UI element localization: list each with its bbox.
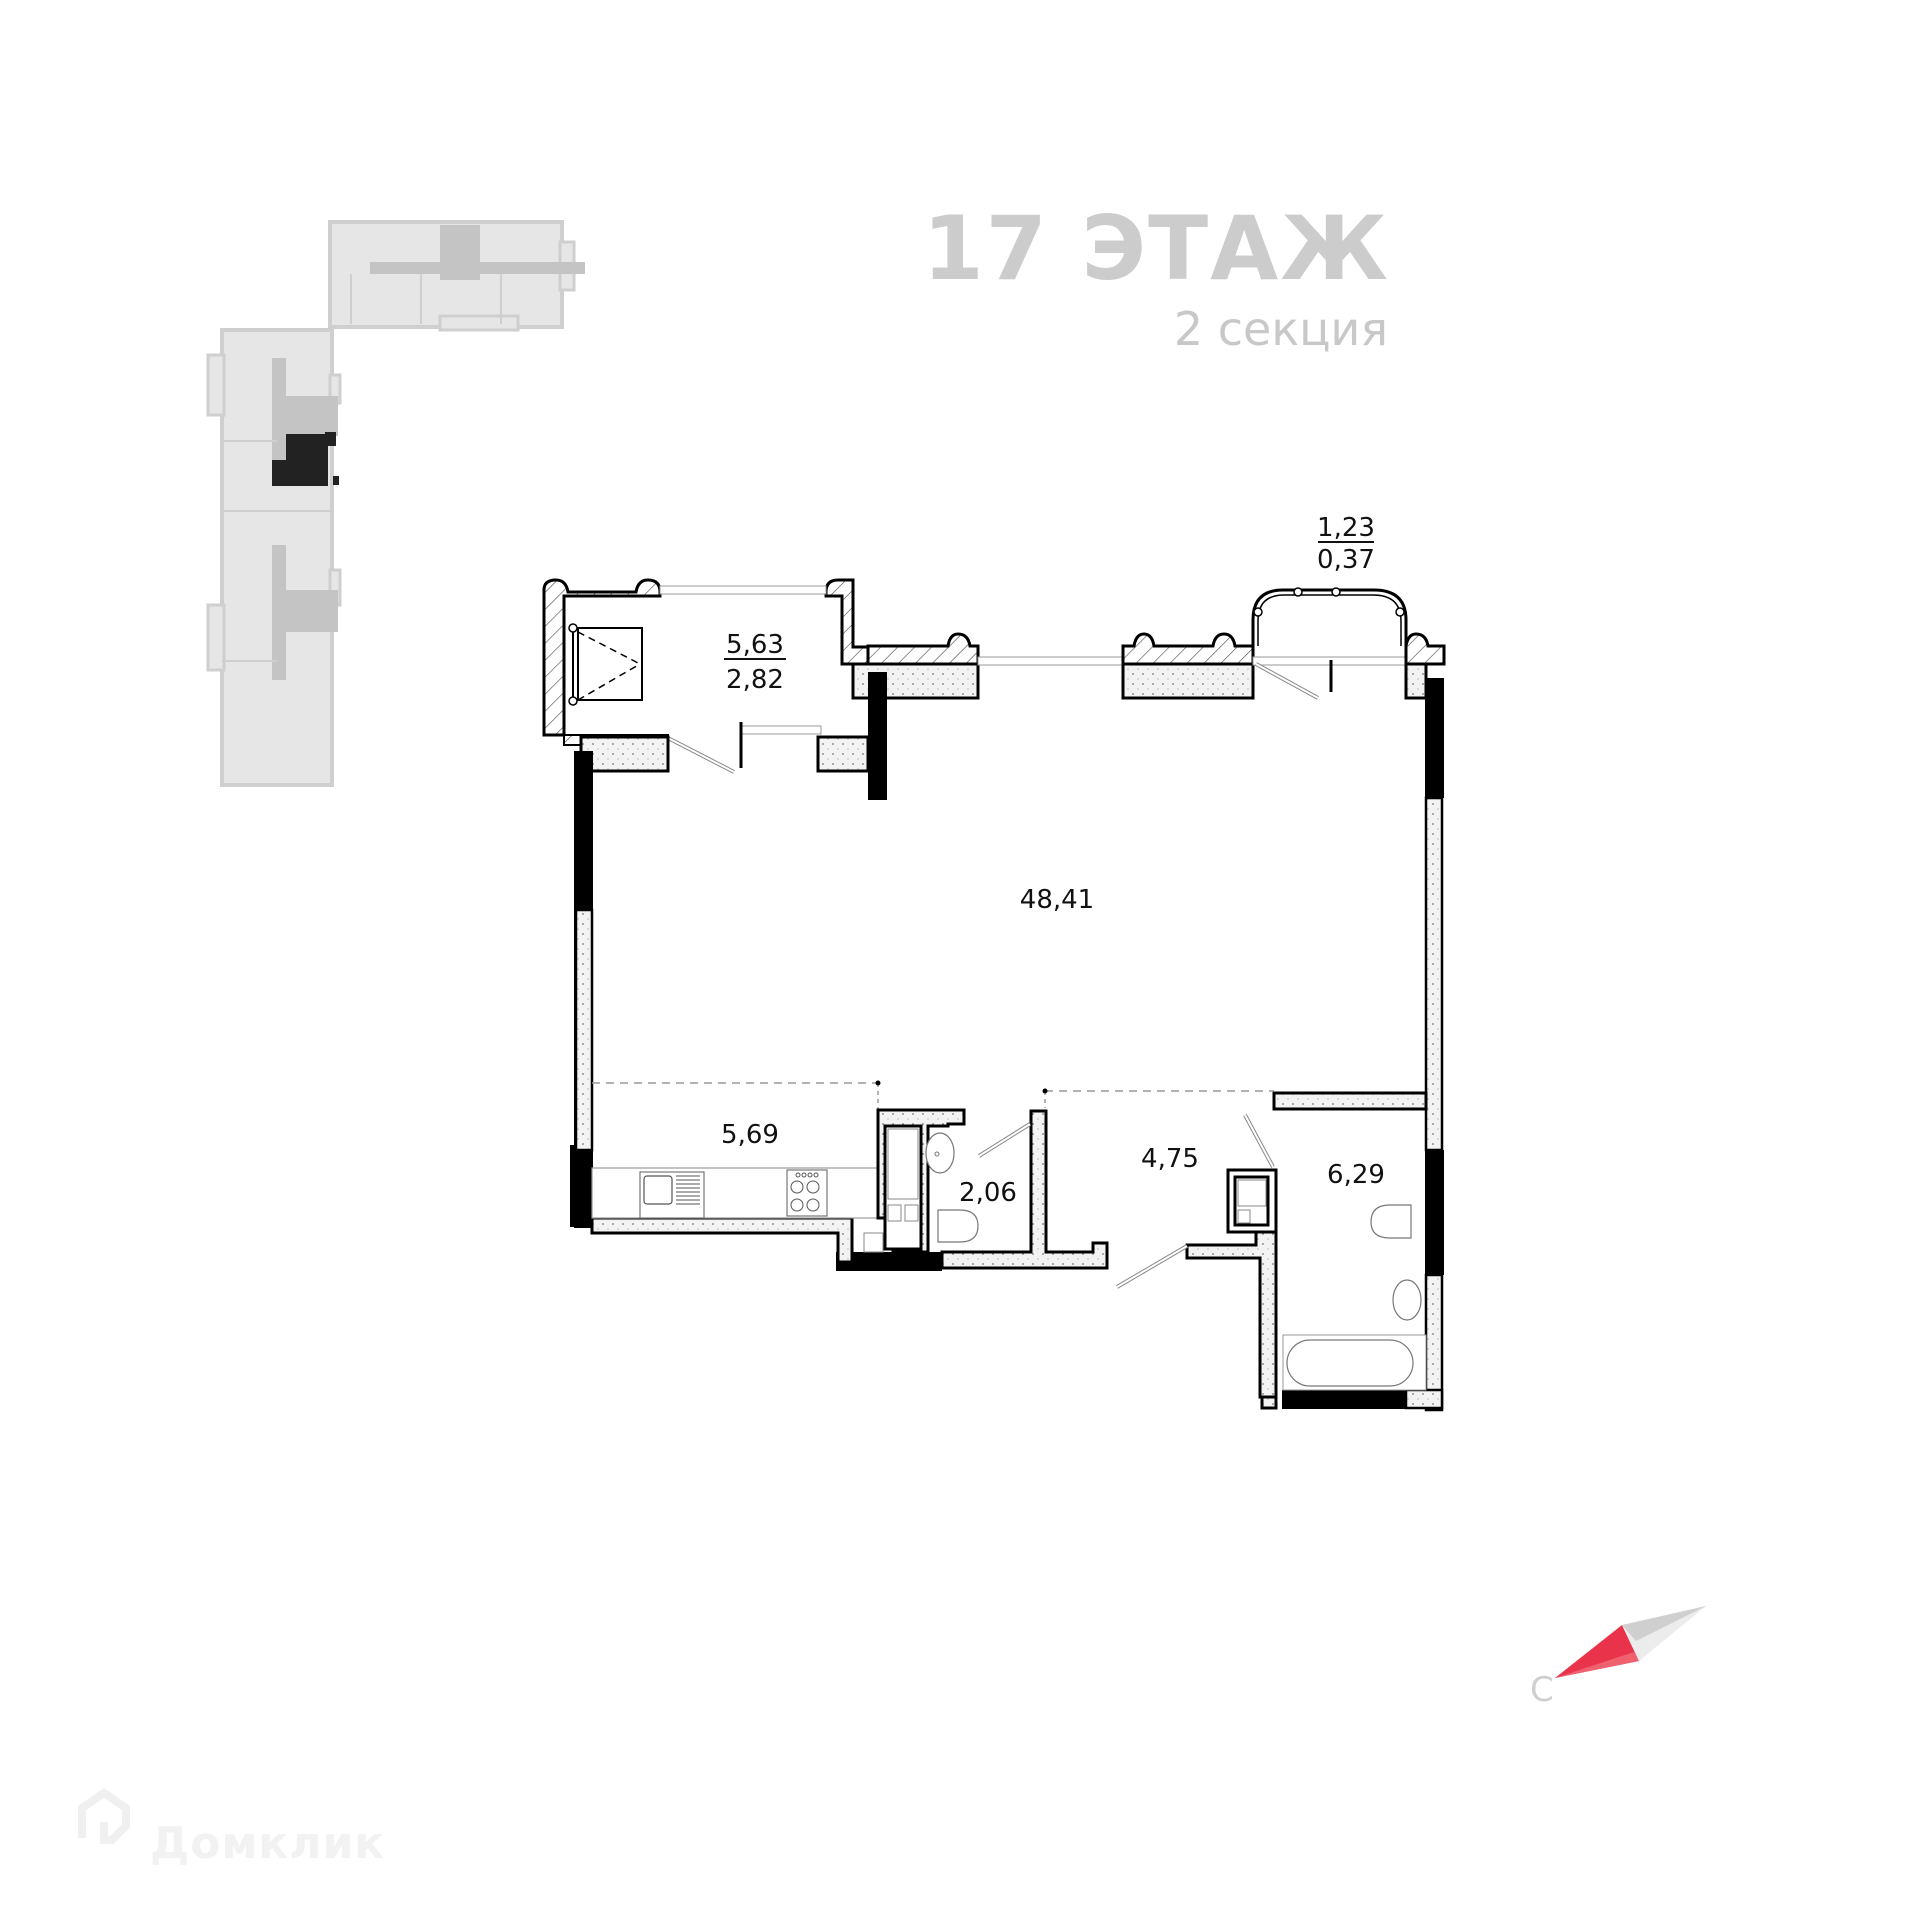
wc-area: 2,06 bbox=[959, 1178, 1017, 1208]
loggia-coef-area: 2,82 bbox=[726, 665, 784, 695]
apartment-floor-plan bbox=[542, 578, 1446, 1412]
highlighted-apartment bbox=[272, 434, 328, 486]
balcony-area: 1,23 bbox=[1317, 513, 1375, 543]
room-labels: 5,63 2,82 1,23 0,37 48,41 5,69 2,06 4,75… bbox=[721, 513, 1385, 1208]
living-room-area: 48,41 bbox=[1020, 885, 1094, 915]
domclick-watermark: Домклик bbox=[150, 1818, 386, 1869]
compass-icon bbox=[1555, 1606, 1706, 1678]
section-title: 2 секция bbox=[1173, 302, 1388, 356]
loggia-area: 5,63 bbox=[726, 630, 784, 660]
hall-area: 4,75 bbox=[1141, 1144, 1199, 1174]
compass-north-label: С bbox=[1530, 1670, 1554, 1710]
domclick-logo-icon bbox=[78, 1788, 130, 1844]
kitchen-area: 5,69 bbox=[721, 1120, 779, 1150]
floor-title: 17 ЭТАЖ bbox=[922, 197, 1390, 300]
balcony-coef-area: 0,37 bbox=[1317, 545, 1375, 575]
bathroom-area: 6,29 bbox=[1327, 1160, 1385, 1190]
building-key-plan bbox=[206, 220, 585, 787]
